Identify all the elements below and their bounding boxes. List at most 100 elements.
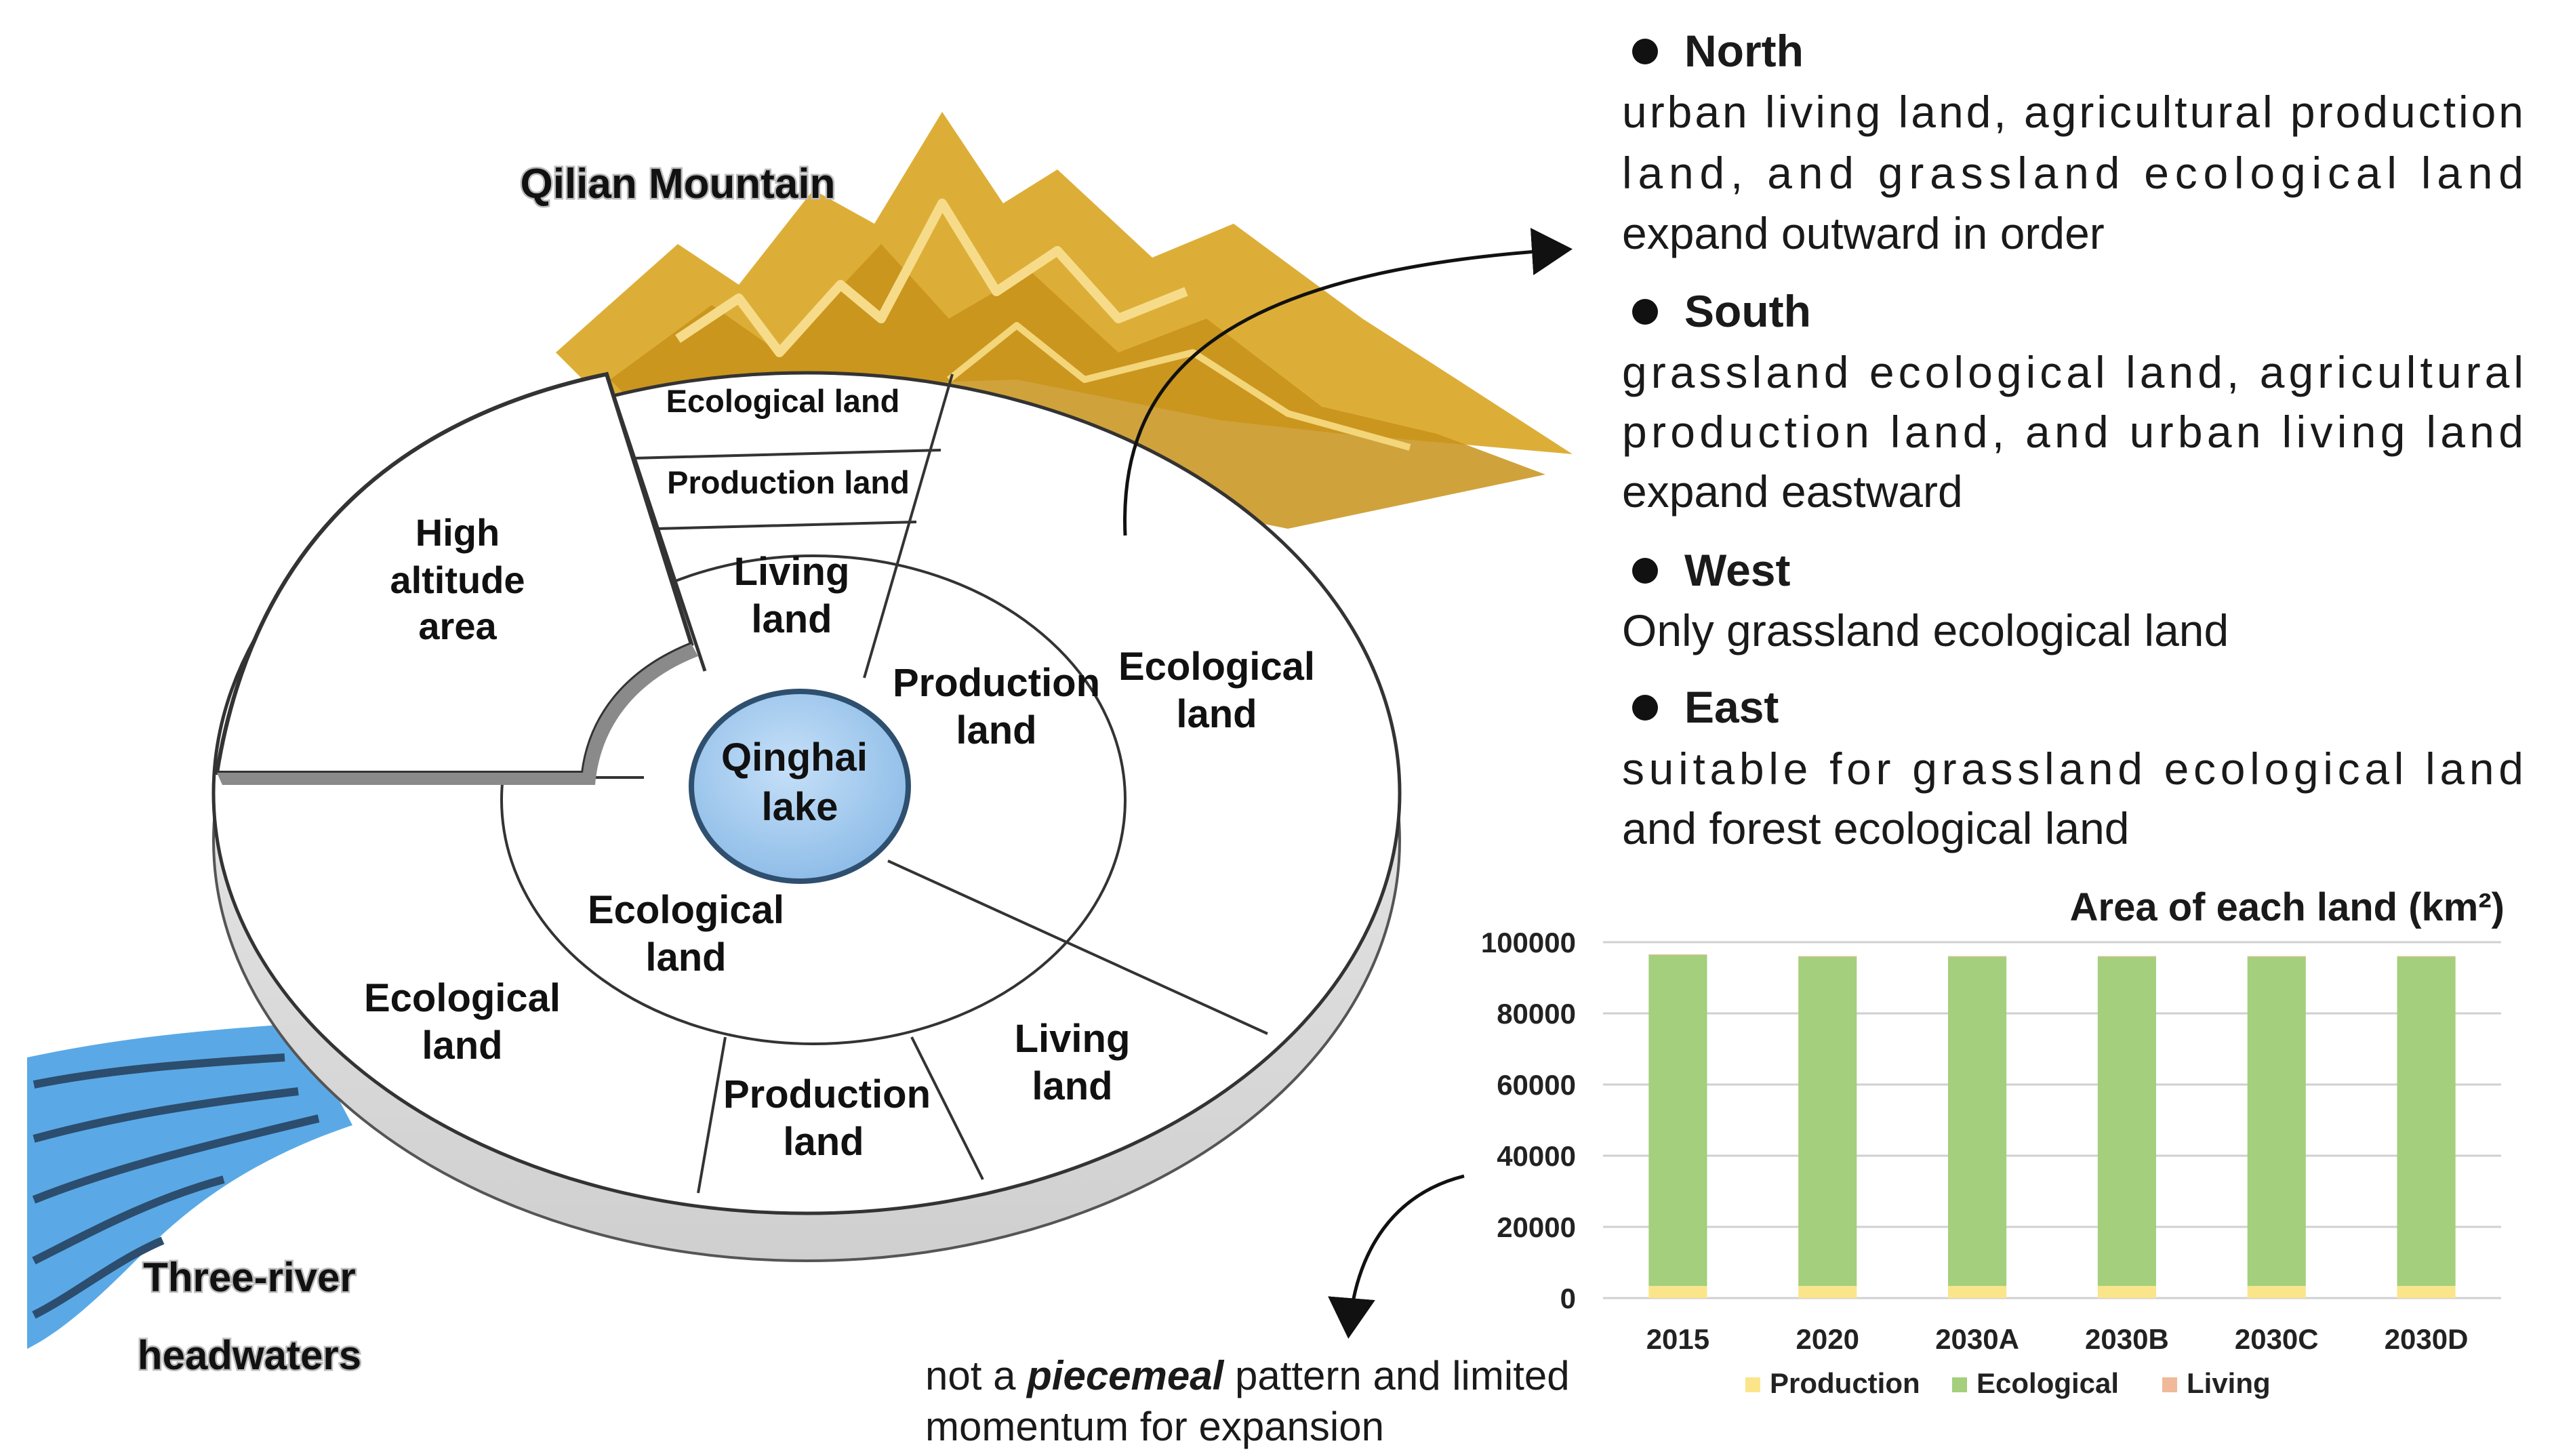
note-suffix: pattern and limited — [1223, 1353, 1569, 1398]
river-wave-5 — [32, 1236, 165, 1319]
river-wave-3 — [32, 1114, 320, 1204]
boundary-ecological-production — [632, 449, 941, 460]
bullet-north — [1632, 39, 1658, 64]
boundary-east-south — [887, 860, 1268, 1035]
bar-ecological-2030a — [1948, 956, 2007, 1287]
bullet-west — [1632, 558, 1658, 584]
north-line-2: land, and grassland ecological land — [1622, 148, 2523, 198]
qinghai-lake — [689, 689, 911, 884]
x-tick-label: 2030D — [2385, 1323, 2469, 1355]
river-label-line2: headwaters — [138, 1333, 361, 1378]
bullet-east — [1632, 695, 1658, 721]
legend-label-ecological: Ecological — [1977, 1367, 2119, 1399]
x-tick-label: 2030A — [1935, 1323, 2019, 1355]
mountain-snow-ridges — [675, 199, 1188, 357]
heading-south: South — [1684, 286, 1811, 336]
lake-label-line2: lake — [762, 785, 838, 829]
south-outer-mid-label-1: Production — [723, 1072, 931, 1116]
y-tick-label: 100000 — [1481, 927, 1576, 958]
river-illustration — [27, 1024, 352, 1349]
legend-swatch-ecological — [1952, 1377, 1967, 1392]
north-middle-label: Production land — [667, 464, 910, 500]
east-line-2: and forest ecological land — [1622, 803, 2130, 853]
chart-legend: Production Ecological Living — [1745, 1367, 2271, 1399]
x-tick-label: 2015 — [1646, 1323, 1709, 1355]
east-outer-label-1: Ecological — [1118, 645, 1315, 689]
x-tick-label: 2020 — [1796, 1323, 1859, 1355]
north-outer-label: Ecological land — [666, 383, 900, 419]
chart-y-ticks: 100000 80000 60000 40000 20000 0 — [1481, 927, 1576, 1314]
south-outer-right-label-1: Living — [1015, 1017, 1131, 1061]
y-tick-label: 80000 — [1497, 998, 1576, 1030]
south-inner-label-1: Ecological — [588, 888, 784, 932]
direction-descriptions: North urban living land, agricultural pr… — [1622, 26, 2523, 853]
river-wave-1 — [33, 1053, 285, 1089]
middle-ring — [500, 554, 1127, 1045]
south-outer-left-label-1: Ecological — [364, 976, 561, 1020]
high-altitude-label-2: altitude — [390, 559, 525, 601]
south-outer-right-label-2: land — [1032, 1064, 1112, 1108]
note-prefix: not a — [925, 1353, 1027, 1398]
bar-production-2030a — [1948, 1286, 2007, 1298]
river-label-line1: Three-river — [143, 1255, 355, 1300]
river-wave-4 — [32, 1175, 225, 1265]
east-middle-label-1: Production — [893, 661, 1100, 705]
boundary-south — [697, 1036, 727, 1194]
chart-bars — [1648, 954, 2456, 1298]
legend-label-living: Living — [2187, 1367, 2271, 1399]
x-tick-label: 2030C — [2235, 1323, 2319, 1355]
bar-production-2030c — [2247, 1286, 2306, 1298]
land-area-chart: Area of each land (km²) 100000 80000 60000… — [1481, 885, 2505, 1399]
south-line-1: grassland ecological land, agricultural — [1622, 347, 2523, 397]
legend-label-production: Production — [1770, 1367, 1920, 1399]
y-tick-label: 20000 — [1497, 1211, 1576, 1243]
high-altitude-label-3: area — [418, 605, 497, 647]
lake-label-line1: Qinghai — [721, 735, 868, 780]
east-outer-label-2: land — [1176, 692, 1257, 736]
note-line-2: momentum for expansion — [925, 1404, 1384, 1449]
x-tick-label: 2030B — [2085, 1323, 2169, 1355]
north-inner-label-1: Living — [734, 550, 850, 594]
north-connector-arrow — [1123, 228, 1573, 536]
bar-ecological-2030c — [2247, 956, 2306, 1287]
boundary-production-living — [655, 521, 917, 530]
zoning-disc — [211, 371, 1402, 1262]
y-tick-label: 0 — [1560, 1282, 1576, 1314]
y-tick-label: 40000 — [1497, 1140, 1576, 1172]
heading-east: East — [1684, 682, 1779, 732]
bar-production-2020 — [1798, 1286, 1857, 1298]
bar-ecological-2030d — [2397, 956, 2456, 1287]
high-altitude-label-1: High — [415, 511, 500, 554]
bar-ecological-2015 — [1648, 954, 1707, 1287]
river-wave-2 — [33, 1087, 299, 1143]
boundary-north-right — [863, 373, 954, 679]
heading-north: North — [1684, 26, 1804, 76]
mountain-highlight-ridge — [946, 322, 1411, 451]
chart-title: Area of each land (km²) — [2070, 885, 2505, 929]
east-middle-label-2: land — [956, 708, 1036, 752]
boundary-southeast — [910, 1036, 984, 1180]
bar-production-2030b — [2097, 1286, 2156, 1298]
south-outer-left-label-2: land — [422, 1024, 502, 1068]
north-line-1: urban living land, agricultural producti… — [1622, 87, 2523, 137]
north-inner-label-2: land — [751, 597, 832, 641]
chart-grid — [1603, 941, 2501, 1299]
east-line-1: suitable for grassland ecological land — [1622, 744, 2523, 794]
west-line-1: Only grassland ecological land — [1622, 605, 2229, 655]
note-line-1: not a piecemeal pattern and limited — [925, 1353, 1570, 1398]
note-emphasis: piecemeal — [1026, 1353, 1225, 1398]
bar-production-2030d — [2397, 1286, 2456, 1298]
south-line-3: expand eastward — [1622, 466, 1963, 517]
bar-ecological-2030b — [2097, 956, 2156, 1287]
south-outer-mid-label-2: land — [783, 1120, 864, 1164]
south-line-2: production land, and urban living land — [1622, 407, 2523, 457]
heading-west: West — [1684, 545, 1791, 595]
legend-swatch-living — [2162, 1377, 2177, 1392]
y-tick-label: 60000 — [1497, 1069, 1576, 1101]
legend-swatch-production — [1745, 1377, 1760, 1392]
north-line-3: expand outward in order — [1622, 208, 2105, 258]
mountain-label: Qilian Mountain — [521, 161, 836, 207]
bar-ecological-2020 — [1798, 956, 1857, 1287]
bar-production-2015 — [1648, 1286, 1707, 1298]
